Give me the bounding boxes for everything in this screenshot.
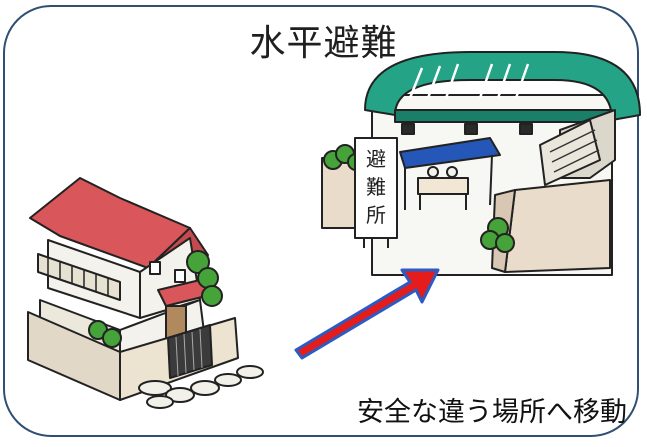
illustration-title: 水平避難 (249, 23, 398, 64)
move-arrow (294, 268, 440, 360)
shelter-sign-text: 避 難 所 (366, 147, 386, 227)
shelter-sign-char-1: 避 (366, 147, 386, 171)
shelter-building (321, 51, 641, 276)
shelter-sign-char-2: 難 (366, 175, 386, 199)
illustration-caption: 安全な違う場所へ移動 (357, 397, 627, 428)
shelter-sign-char-3: 所 (366, 203, 386, 227)
house-building (27, 177, 264, 409)
